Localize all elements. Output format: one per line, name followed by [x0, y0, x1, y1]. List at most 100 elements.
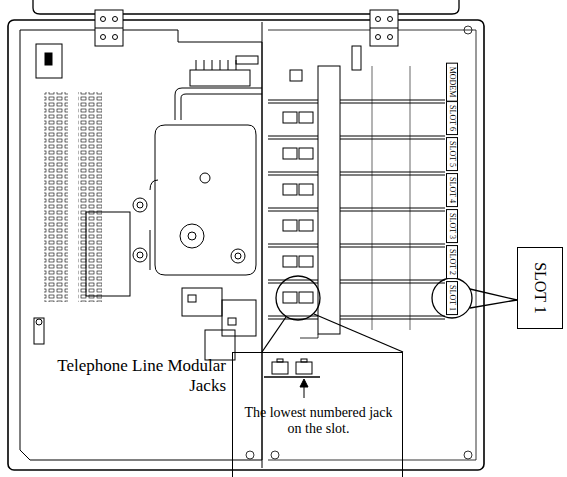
jack-detail — [301, 359, 307, 362]
hard-disk — [155, 125, 256, 275]
modular-jack — [283, 70, 313, 303]
modular-jack — [283, 292, 297, 303]
slot-cards — [318, 66, 340, 334]
modular-jack — [283, 112, 297, 123]
slot-cards — [268, 244, 445, 247]
slot-label: MODEM — [446, 63, 458, 102]
jack-detail — [264, 359, 320, 398]
cabinet-housing — [271, 451, 279, 459]
main-board — [222, 300, 256, 336]
main-board — [188, 295, 196, 302]
hinge — [95, 10, 123, 46]
modular-jack — [299, 220, 313, 231]
slot-label: SLOT 4 — [446, 173, 458, 207]
slot-label: SLOT 5 — [446, 137, 458, 171]
hinge — [376, 17, 381, 22]
callout-leader — [432, 278, 472, 318]
ribbon-cable — [175, 88, 262, 120]
modular-jack — [299, 184, 313, 195]
main-board — [34, 44, 256, 360]
slot-cards — [268, 172, 445, 175]
main-board — [228, 318, 236, 325]
slot-label: SLOT 2 — [446, 245, 458, 279]
slot-cards — [268, 136, 445, 139]
modular-jack — [299, 256, 313, 267]
modular-jack — [283, 256, 297, 267]
hinge — [101, 35, 106, 40]
main-board — [205, 330, 235, 360]
slot-cards — [268, 316, 445, 319]
slot-cards — [268, 280, 445, 283]
modular-jack — [290, 70, 302, 81]
modular-jack — [299, 292, 313, 303]
hard-disk — [231, 249, 245, 263]
jack-detail — [272, 362, 288, 374]
slot-cards — [410, 66, 411, 330]
main-board — [36, 319, 42, 325]
slot-cards — [268, 100, 445, 103]
slot-cards — [268, 46, 445, 338]
cabinet-housing — [20, 30, 262, 460]
callout-box: SLOT 1 — [517, 247, 563, 329]
modular-jack — [283, 184, 297, 195]
slot-label: SLOT 6 — [446, 101, 458, 135]
ribbon-cable — [181, 94, 262, 120]
hard-disk — [188, 232, 196, 240]
cabinet-housing — [8, 20, 484, 470]
main-board — [86, 212, 130, 296]
slot-cards — [372, 66, 373, 330]
cabinet-housing — [268, 30, 476, 460]
cabinet-housing — [8, 20, 484, 470]
modular-jack — [283, 220, 297, 231]
slot-cards — [352, 46, 361, 70]
hard-disk — [133, 248, 147, 262]
hard-disk — [133, 125, 256, 275]
hard-disk — [180, 224, 204, 248]
jack-detail — [264, 376, 320, 377]
modular-jack — [283, 148, 297, 159]
hinge — [370, 28, 398, 29]
cabinet-housing — [262, 22, 263, 468]
callout-leader — [470, 300, 517, 308]
hinge — [388, 17, 393, 22]
callout-leader — [262, 317, 286, 352]
hinge — [113, 35, 118, 40]
modular-jack — [299, 112, 313, 123]
callout-box: The lowest numbered jack on the slot. — [232, 352, 403, 477]
ribbon-cable — [196, 60, 236, 70]
part-label: Telephone Line Modular Jacks — [30, 356, 226, 395]
main-board — [45, 53, 52, 65]
callout-text: The lowest numbered jack on the slot. — [243, 405, 394, 437]
jack-detail — [296, 362, 312, 374]
callout-leader — [470, 289, 517, 300]
jack-detail — [300, 379, 308, 387]
hinge — [101, 17, 106, 22]
slot-cards — [268, 208, 445, 211]
callout-leader — [314, 314, 403, 352]
jack-detail — [277, 359, 283, 362]
main-board — [182, 288, 222, 316]
hinge — [113, 17, 118, 22]
modular-jack — [299, 148, 313, 159]
main-board — [36, 44, 62, 78]
callout-text: SLOT 1 — [531, 262, 549, 314]
slot-label: SLOT 3 — [446, 209, 458, 243]
callout-leader — [262, 276, 517, 352]
hard-disk — [235, 253, 241, 259]
hard-disk — [200, 173, 210, 183]
main-board — [44, 92, 68, 302]
main-board — [34, 318, 44, 344]
hinge — [376, 35, 381, 40]
hard-disk — [150, 180, 158, 270]
hard-disk — [137, 202, 143, 208]
hinge — [388, 35, 393, 40]
cabinet-housing — [246, 451, 254, 459]
main-board — [78, 92, 102, 302]
hard-disk — [133, 198, 147, 212]
callout-leader — [276, 276, 320, 320]
slot-cards — [300, 334, 318, 338]
ribbon-cable — [190, 70, 250, 86]
hinge — [95, 28, 123, 29]
hinge — [370, 10, 398, 46]
slot-label: SLOT 1 — [446, 281, 458, 315]
